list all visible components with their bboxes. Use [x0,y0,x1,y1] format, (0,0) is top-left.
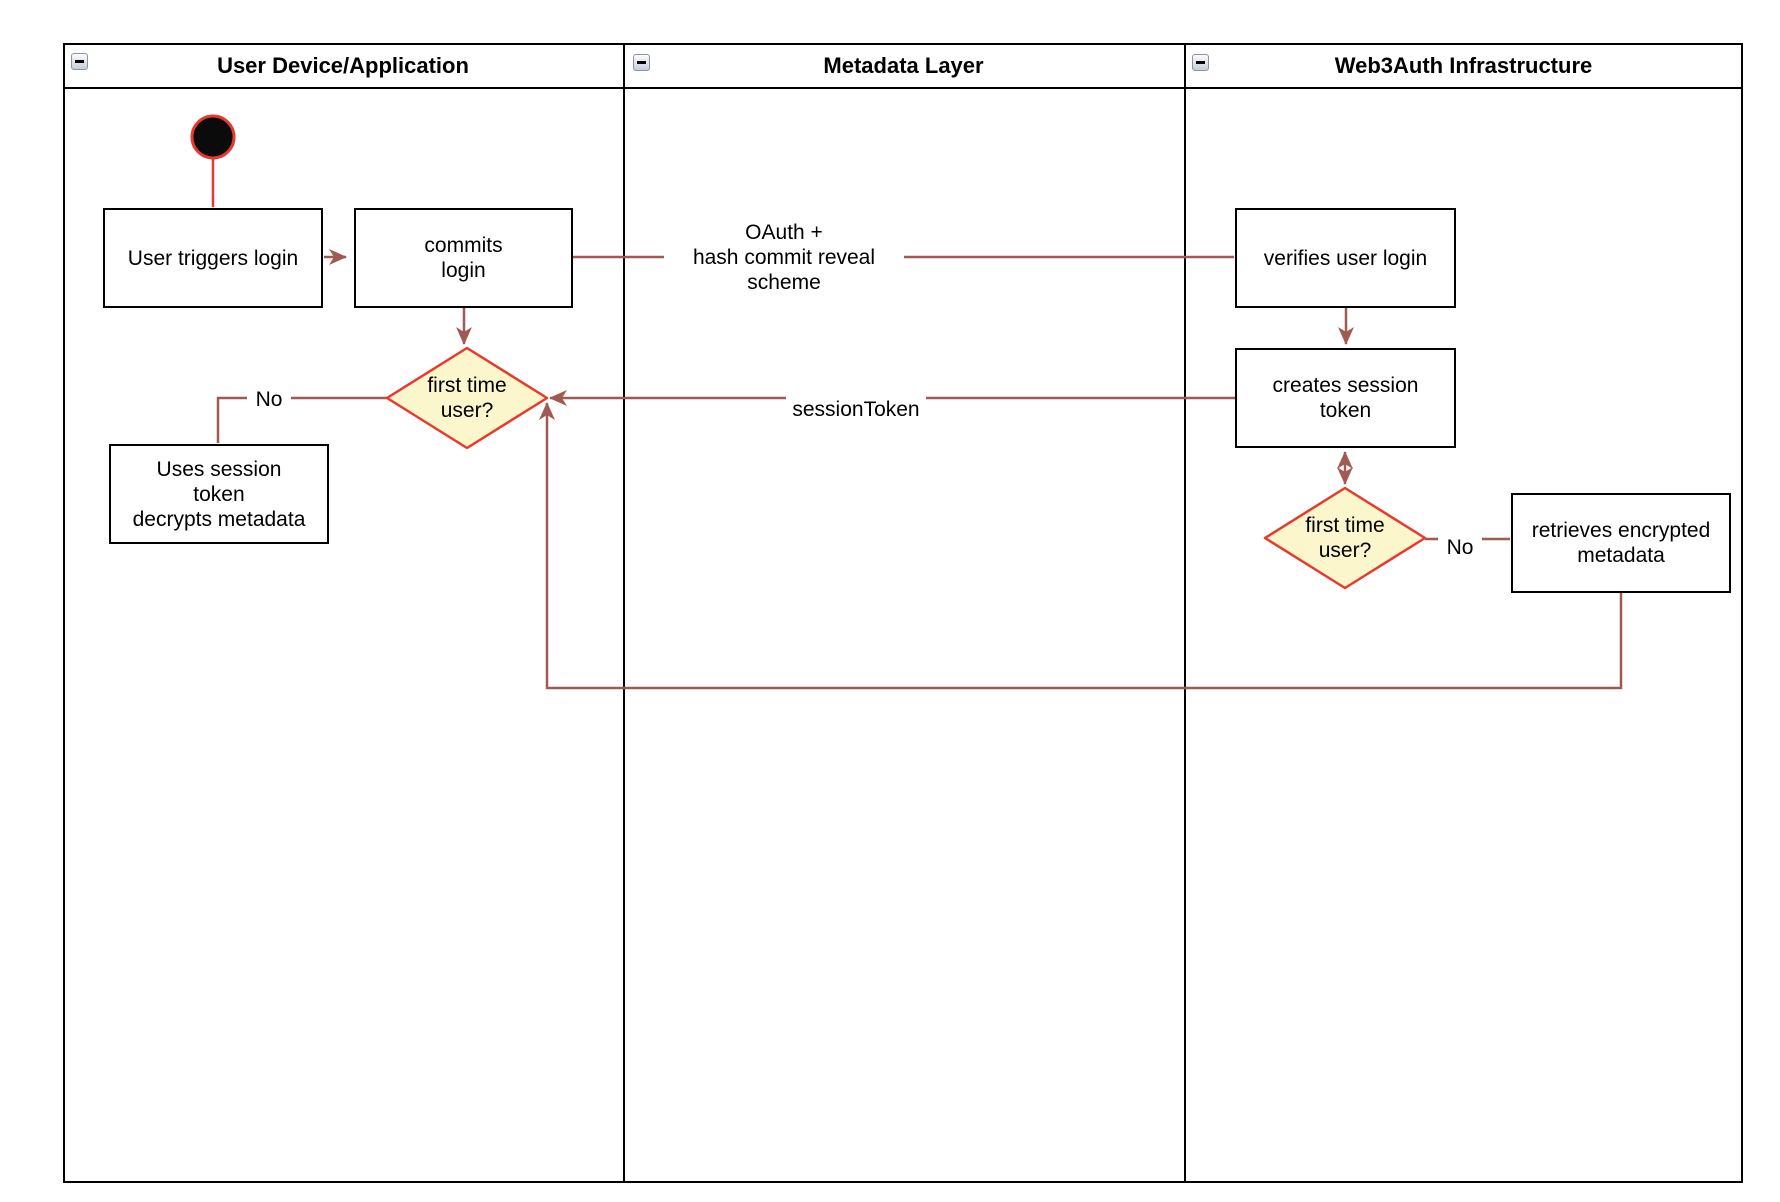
edge-label-oauth-hash-commit: OAuth + hash commit reveal scheme [664,221,904,294]
minus-glyph [637,61,646,64]
start-node [190,114,236,160]
minus-glyph [75,60,84,63]
collapse-minus-icon-metadata-layer[interactable] [633,54,650,71]
lane-header-divider [63,87,1743,89]
edge-label-no-infra: No [1438,534,1482,560]
lane-title-web3auth: Web3Auth Infrastructure [1334,53,1593,78]
minus-glyph [1196,61,1205,64]
lane-title-metadata-layer: Metadata Layer [823,53,984,78]
decision-first-time-user-infra [1263,486,1427,590]
edge-first-time-device-no-to-uses-session [216,396,387,443]
node-uses-session-token: Uses session token decrypts metadata [109,444,329,544]
collapse-minus-icon-web3auth[interactable] [1192,54,1209,71]
node-creates-session-token: creates session token [1235,348,1456,448]
collapse-minus-icon-user-device[interactable] [71,53,88,70]
lane-separator-1 [623,43,625,1183]
node-verifies-user-login: verifies user login [1235,208,1456,308]
node-retrieves-encrypted-metadata: retrieves encrypted metadata [1511,493,1731,593]
edge-label-sessiontoken: sessionToken [786,396,926,423]
edge-label-no-device: No [247,386,291,412]
lane-separator-2 [1184,43,1186,1183]
edge-retrieves-metadata-return-to-first-time-device [539,402,1623,690]
node-user-triggers-login: User triggers login [103,208,323,308]
lane-title-user-device: User Device/Application [217,53,469,78]
decision-first-time-user-device [385,346,549,450]
node-commits-login: commits login [354,208,573,308]
